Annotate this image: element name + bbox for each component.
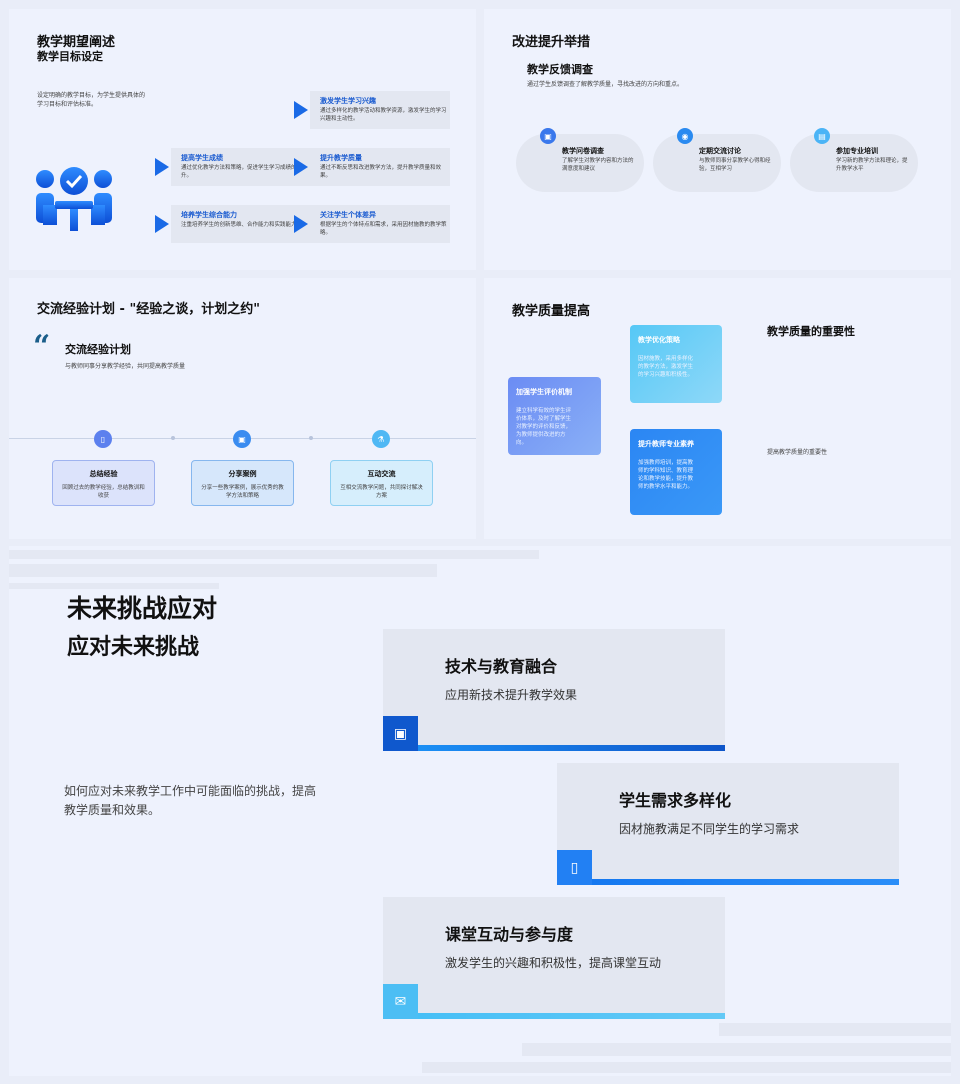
slide-title: 改进提升举措 <box>512 35 591 50</box>
slide-description: 通过学生反馈调查了解教学质量，寻找改进的方向和重点。 <box>527 81 684 88</box>
plan-item[interactable]: 分享案例 分享一些教学案例，展示优秀的教学方法和策略 <box>191 460 294 506</box>
measure-item[interactable]: ▤ 参加专业培训 学习新的教学方法和理论，提升教学水平 <box>790 128 918 192</box>
decor-stripe <box>522 1043 951 1056</box>
decor-stripe <box>9 550 539 559</box>
mail-icon: ✉ <box>383 984 418 1019</box>
accent-bar <box>592 879 899 885</box>
plan-item[interactable]: 总结经验 回顾过去的教学经验，总结教训和收获 <box>52 460 155 506</box>
teacher-students-icon <box>33 165 115 245</box>
goal-card[interactable]: 提升教学质量通过不断反思和改进教学方法，提升教学质量和效果。 <box>294 148 450 186</box>
slide-description: 设定明确的教学目标，为学生提供具体的学习目标和评估标准。 <box>37 92 146 108</box>
decor-stripe <box>422 1062 951 1073</box>
slide-title: 未来挑战应对 <box>67 594 218 623</box>
strategy-card[interactable]: 教学优化策略 因材施教，采用多样化的教学方法，激发学生的学习兴趣和积极性。 <box>630 325 722 403</box>
flask-icon: ⚗ <box>372 430 390 448</box>
decor-stripe <box>9 583 219 589</box>
slide-subtitle: 教学目标设定 <box>37 50 103 63</box>
slide-title: 交流经验计划 - "经验之谈，计划之约" <box>37 302 260 317</box>
folder-icon: ▤ <box>814 128 830 144</box>
decor-stripe <box>719 1023 951 1036</box>
goal-card[interactable]: 关注学生个体差异根据学生的个体特点和需求，采用因材施教的教学策略。 <box>294 205 450 243</box>
triangle-arrow-icon <box>294 215 308 233</box>
challenge-card[interactable]: 技术与教育融合 应用新技术提升教学效果 ▣ <box>383 629 725 751</box>
measure-item[interactable]: ◉ 定期交流讨论 与教师同事分享教学心得和经验，互相学习 <box>653 128 781 192</box>
goal-card[interactable]: 激发学生学习兴趣通过多样化的教学活动和教学资源，激发学生的学习兴趣和主动性。 <box>294 91 450 129</box>
goal-card[interactable]: 培养学生综合能力注重培养学生的创新思维、合作能力和实践能力。 <box>155 205 311 243</box>
triangle-arrow-icon <box>294 158 308 176</box>
image-icon: ▣ <box>233 430 251 448</box>
timeline-dot <box>171 436 175 440</box>
slide-title: 教学期望阐述 <box>37 35 116 50</box>
side-description: 提高教学质量的重要性 <box>767 449 828 456</box>
slide-title: 教学质量提高 <box>512 304 591 319</box>
accent-bar <box>418 745 725 751</box>
slide-exchange-plan[interactable]: 交流经验计划 - "经验之谈，计划之约" “ 交流经验计划 与教师同事分享教学经… <box>9 278 476 539</box>
accent-bar <box>418 1013 725 1019</box>
triangle-arrow-icon <box>155 158 169 176</box>
image-icon: ▣ <box>540 128 556 144</box>
side-title: 教学质量的重要性 <box>767 325 855 338</box>
slide-subtitle: 交流经验计划 <box>65 343 131 356</box>
slide-subtitle: 教学反馈调查 <box>527 63 593 76</box>
decor-stripe <box>9 564 437 577</box>
timeline-dot <box>309 436 313 440</box>
triangle-arrow-icon <box>155 215 169 233</box>
document-icon: ▯ <box>94 430 112 448</box>
image-icon: ▣ <box>383 716 418 751</box>
evaluation-card[interactable]: 加强学生评价机制 建立科学有效的学生评价体系，及时了解学生对教学的评价和反馈，为… <box>508 377 601 455</box>
slide-subtitle: 应对未来挑战 <box>67 635 200 660</box>
slide-description: 如何应对未来教学工作中可能面临的挑战，提高教学质量和效果。 <box>64 784 317 817</box>
slide-future-challenges[interactable]: 未来挑战应对 应对未来挑战 如何应对未来教学工作中可能面临的挑战，提高教学质量和… <box>9 546 951 1076</box>
challenge-card[interactable]: 课堂互动与参与度 激发学生的兴趣和积极性，提高课堂互动 ✉ <box>383 897 725 1019</box>
challenge-card[interactable]: 学生需求多样化 因材施教满足不同学生的学习需求 ▯ <box>557 763 899 885</box>
triangle-arrow-icon <box>294 101 308 119</box>
quote-icon: “ <box>33 329 51 364</box>
goal-card[interactable]: 提高学生成绩通过优化教学方法和策略，促进学生学习成绩的提升。 <box>155 148 311 186</box>
target-icon: ◉ <box>677 128 693 144</box>
slide-teaching-expectations[interactable]: 教学期望阐述 教学目标设定 设定明确的教学目标，为学生提供具体的学习目标和评估标… <box>9 9 476 270</box>
measure-item[interactable]: ▣ 教学问卷调查 了解学生对教学内容和方法的满意度和建议 <box>516 128 644 192</box>
slide-improvement-measures[interactable]: 改进提升举措 教学反馈调查 通过学生反馈调查了解教学质量，寻找改进的方向和重点。… <box>484 9 951 270</box>
slide-quality-improvement[interactable]: 教学质量提高 教学质量的重要性 提高教学质量的重要性 教学优化策略 因材施教，采… <box>484 278 951 539</box>
plan-item[interactable]: 互动交流 互相交流教学问题，共同探讨解决方案 <box>330 460 433 506</box>
slide-description: 与教师同事分享教学经验，共同提高教学质量 <box>65 363 186 370</box>
document-icon: ▯ <box>557 850 592 885</box>
teacher-training-card[interactable]: 提升教师专业素养 加强教师培训，提高教师的学科知识、教育理论和教学技能，提升教师… <box>630 429 722 515</box>
